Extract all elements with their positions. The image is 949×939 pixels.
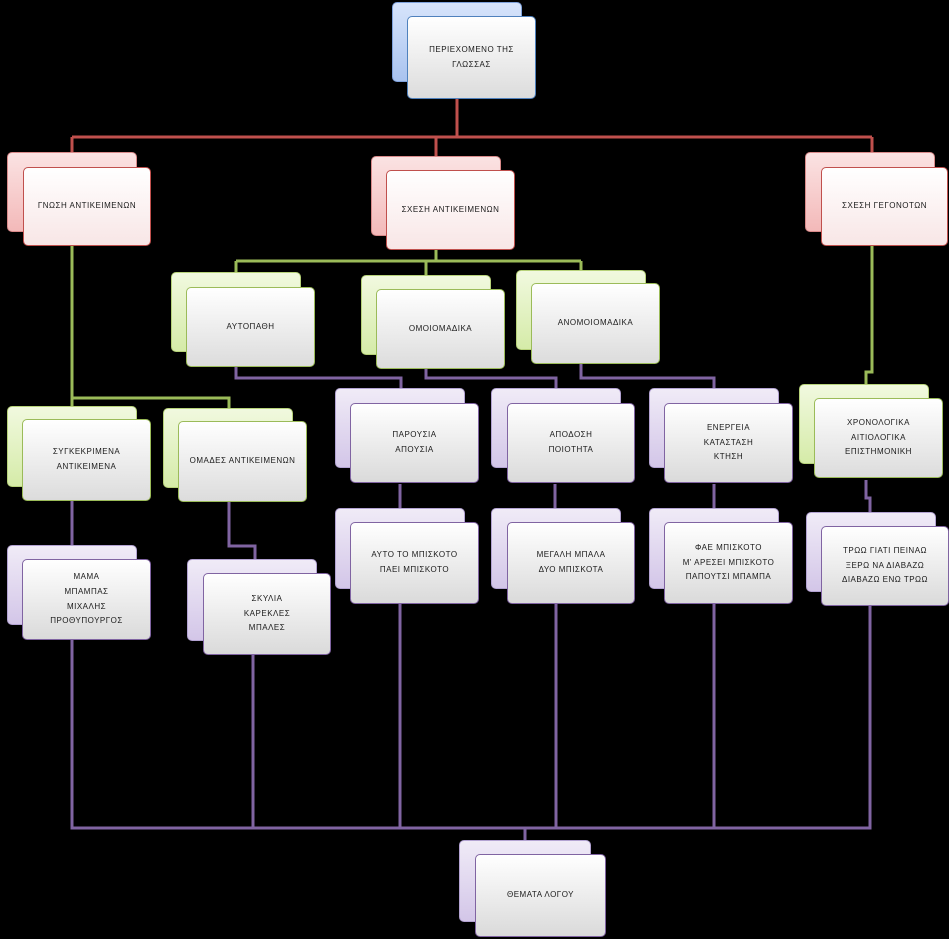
node-relation-of-events: ΣΧΕΣΗ ΓΕΓΟΝΟΤΩΝ xyxy=(805,152,949,248)
node-example-eat-because-hungry: ΤΡΩΩ ΓΙΑΤΙ ΠΕΙΝΑΩ ΞΕΡΩ ΝΑ ΔΙΑΒΑΖΩ ΔΙΑΒΑΖ… xyxy=(806,512,949,608)
node-label-line: ΠΑΡΟΥΣΙΑ xyxy=(392,430,437,440)
node-specific-objects: ΣΥΓΚΕΚΡΙΜΕΝΑ ΑΝΤΙΚΕΙΜΕΝΑ xyxy=(7,406,153,502)
node-chronological-causal-scientific: ΧΡΟΝΟΛΟΓΙΚΑ ΑΙΤΙΟΛΟΓΙΚΑ ΕΠΙΣΤΗΜΟΝΙΚΗ xyxy=(799,384,945,480)
node-label-line: ΜΠΑΜΠΑΣ xyxy=(64,586,109,596)
node-label-line: ΜΑΜΑ xyxy=(73,571,100,581)
node-label-line: ΣΥΓΚΕΚΡΙΜΕΝΑ xyxy=(52,447,121,457)
node-heterogeneous: ΑΝΟΜΟΙΟΜΑΔΙΚΑ xyxy=(516,270,662,366)
node-label-line: ΑΙΤΙΟΛΟΓΙΚΑ xyxy=(851,432,906,442)
root-node-content-of-language: ΠΕΡΙΕΧΟΜΕΝΟ ΤΗΣ ΓΛΩΣΣΑΣ xyxy=(392,2,536,99)
node-label-line: ΠΡΟΘΥΠΟΥΡΓΟΣ xyxy=(50,616,123,626)
node-relation-of-objects: ΣΧΕΣΗ ΑΝΤΙΚΕΙΜΕΝΩΝ xyxy=(371,156,517,252)
node-label-line: ΔΥΟ ΜΠΙΣΚΟΤΑ xyxy=(538,565,604,574)
node-label-line: ΔΙΑΒΑΖΩ ΕΝΩ ΤΡΩΩ xyxy=(841,575,929,585)
node-label-line: ΟΜΟΙΟΜΑΔΙΚΑ xyxy=(408,323,473,333)
node-label-line: ΤΡΩΩ ΓΙΑΤΙ ΠΕΙΝΑΩ xyxy=(842,545,928,555)
node-label-line: ΣΧΕΣΗ ΑΝΤΙΚΕΙΜΕΝΩΝ xyxy=(401,204,500,214)
node-example-big-ball: ΜΕΓΑΛΗ ΜΠΑΛΑ ΔΥΟ ΜΠΙΣΚΟΤΑ xyxy=(491,508,637,605)
node-label-line: ΠΕΡΙΕΧΟΜΕΝΟ ΤΗΣ xyxy=(429,44,514,54)
node-label-line: ΑΠΟΔΟΣΗ xyxy=(549,430,593,440)
node-label-line: ΑΥΤΟ ΤΟ ΜΠΙΣΚΟΤΟ xyxy=(371,550,458,560)
node-label-line: ΜΙΧΑΛΗΣ xyxy=(66,601,107,611)
node-example-this-cookie: ΑΥΤΟ ΤΟ ΜΠΙΣΚΟΤΟ ΠΑΕΙ ΜΠΙΣΚΟΤΟ xyxy=(335,508,481,605)
node-label-line: ΘΕΜΑΤΑ ΛΟΓΟΥ xyxy=(506,890,575,900)
node-label-line: ΑΝΤΙΚΕΙΜΕΝΑ xyxy=(56,462,117,471)
node-label-line: ΞΕΡΩ ΝΑ ΔΙΑΒΑΖΩ xyxy=(845,560,925,570)
node-label-line: ΚΤΗΣΗ xyxy=(713,452,744,462)
node-example-groups: ΣΚΥΛΙΑ ΚΑΡΕΚΛΕΣ ΜΠΑΛΕΣ xyxy=(187,559,333,657)
node-reflexive: ΑΥΤΟΠΑΘΗ xyxy=(171,272,316,368)
node-groups-of-objects: ΟΜΑΔΕΣ ΑΝΤΙΚΕΙΜΕΝΩΝ xyxy=(163,408,309,504)
node-label-line: ΑΥΤΟΠΑΘΗ xyxy=(226,321,275,331)
node-attribution-quality: ΑΠΟΔΟΣΗ ΠΟΙΟΤΗΤΑ xyxy=(491,388,637,484)
node-knowledge-of-objects: ΓΝΩΣΗ ΑΝΤΙΚΕΙΜΕΝΩΝ xyxy=(7,152,152,248)
node-label-line: ΣΧΕΣΗ ΓΕΓΟΝΟΤΩΝ xyxy=(842,201,927,211)
node-label-line: ΓΛΩΣΣΑΣ xyxy=(452,59,491,69)
node-action-state-possession: ΕΝΕΡΓΕΙΑ ΚΑΤΑΣΤΑΣΗ ΚΤΗΣΗ xyxy=(649,388,795,484)
node-label-line: ΑΠΟΥΣΙΑ xyxy=(395,445,434,454)
node-label-line: ΓΝΩΣΗ ΑΝΤΙΚΕΙΜΕΝΩΝ xyxy=(37,201,137,211)
node-label-line: ΕΝΕΡΓΕΙΑ xyxy=(706,422,751,432)
node-example-people: ΜΑΜΑ ΜΠΑΜΠΑΣ ΜΙΧΑΛΗΣ ΠΡΟΘΥΠΟΥΡΓΟΣ xyxy=(7,545,153,641)
node-label-line: ΧΡΟΝΟΛΟΓΙΚΑ xyxy=(847,417,910,427)
node-example-eat-cookie: ΦΑΕ ΜΠΙΣΚΟΤΟ Μ' ΑΡΕΣΕΙ ΜΠΙΣΚΟΤΟ ΠΑΠΟΥΤΣΙ… xyxy=(649,508,795,605)
node-label-line: ΚΑΤΑΣΤΑΣΗ xyxy=(703,437,754,447)
node-label-line: ΑΝΟΜΟΙΟΜΑΔΙΚΑ xyxy=(557,318,634,328)
node-homogeneous: ΟΜΟΙΟΜΑΔΙΚΑ xyxy=(361,275,506,371)
node-label-line: ΠΑΠΟΥΤΣΙ ΜΠΑΜΠΑ xyxy=(685,572,772,582)
node-label-line: ΜΕΓΑΛΗ ΜΠΑΛΑ xyxy=(536,550,606,560)
node-label-line: ΚΑΡΕΚΛΕΣ xyxy=(243,608,291,618)
node-label-line: ΜΠΑΛΕΣ xyxy=(248,623,286,633)
node-label-line: ΕΠΙΣΤΗΜΟΝΙΚΗ xyxy=(845,447,912,457)
node-presence-absence: ΠΑΡΟΥΣΙΑ ΑΠΟΥΣΙΑ xyxy=(335,388,481,484)
node-label-line: Μ' ΑΡΕΣΕΙ ΜΠΙΣΚΟΤΟ xyxy=(682,557,775,567)
node-label-line: ΠΑΕΙ ΜΠΙΣΚΟΤΟ xyxy=(379,565,450,574)
node-label-line: ΟΜΑΔΕΣ ΑΝΤΙΚΕΙΜΕΝΩΝ xyxy=(189,456,296,466)
node-speech-topics: ΘΕΜΑΤΑ ΛΟΓΟΥ xyxy=(459,840,608,939)
node-label-line: ΦΑΕ ΜΠΙΣΚΟΤΟ xyxy=(695,542,762,552)
node-label-line: ΣΚΥΛΙΑ xyxy=(251,593,283,603)
node-label-line: ΠΟΙΟΤΗΤΑ xyxy=(548,445,594,454)
